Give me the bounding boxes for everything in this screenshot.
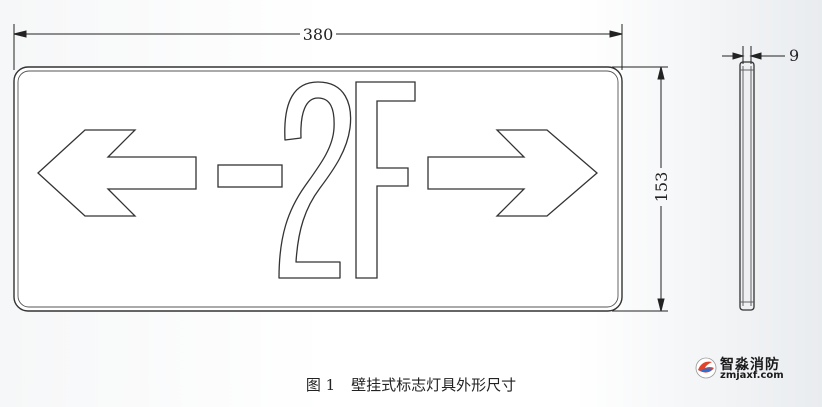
- height-dimension: [612, 66, 668, 312]
- thickness-dimension-label: 9: [789, 46, 799, 65]
- width-dimension: [13, 24, 623, 70]
- digit-two-glyph: [278, 81, 352, 279]
- watermark-domain: zmjaxf.com: [720, 370, 784, 381]
- figure-number: 图 1: [305, 376, 336, 394]
- figure-caption: 图 1 壁挂式标志灯具外形尺寸: [0, 374, 822, 395]
- letter-f-glyph: [355, 81, 416, 279]
- figure-title: 壁挂式标志灯具外形尺寸: [351, 376, 517, 394]
- sign-side-view: [739, 61, 755, 311]
- watermark-brand: 智淼消防: [720, 357, 780, 373]
- height-dimension-label: 153: [652, 172, 671, 203]
- thickness-dimension: [722, 46, 785, 64]
- left-arrow-icon: [37, 129, 197, 217]
- minus-sign-glyph: [217, 164, 283, 188]
- watermark-logo: 智淼消防 zmjaxf.com: [694, 354, 784, 382]
- flame-logo-icon: [695, 357, 717, 379]
- width-dimension-label: 380: [303, 25, 334, 44]
- right-arrow-icon: [427, 129, 598, 217]
